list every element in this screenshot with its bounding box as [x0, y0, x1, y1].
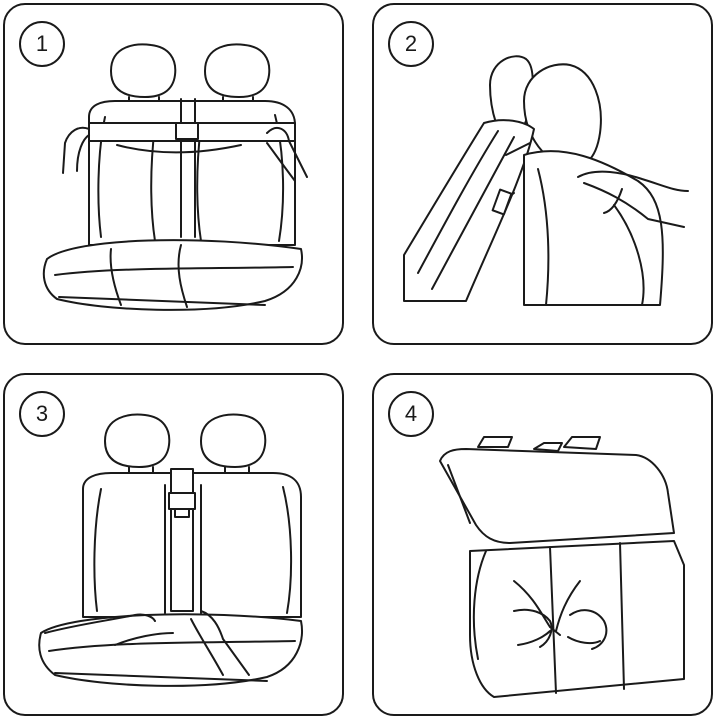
step-number-badge: 1: [19, 21, 65, 67]
step-number-badge: 3: [19, 391, 65, 437]
seat-front-hands-at-backrest-icon: [42, 43, 308, 311]
seat-side-hands-at-headrest-icon: [403, 55, 689, 306]
seat-rear-hands-fastening-icon: [439, 436, 685, 698]
step-1-panel: 1: [3, 3, 344, 345]
step-number-badge: 4: [388, 391, 434, 437]
seat-hands-tucking-cushion-icon: [38, 413, 303, 687]
step-number-badge: 2: [388, 21, 434, 67]
step-3-panel: 3: [3, 373, 344, 716]
step-2-panel: 2: [372, 3, 713, 345]
step-4-panel: 4: [372, 373, 713, 716]
